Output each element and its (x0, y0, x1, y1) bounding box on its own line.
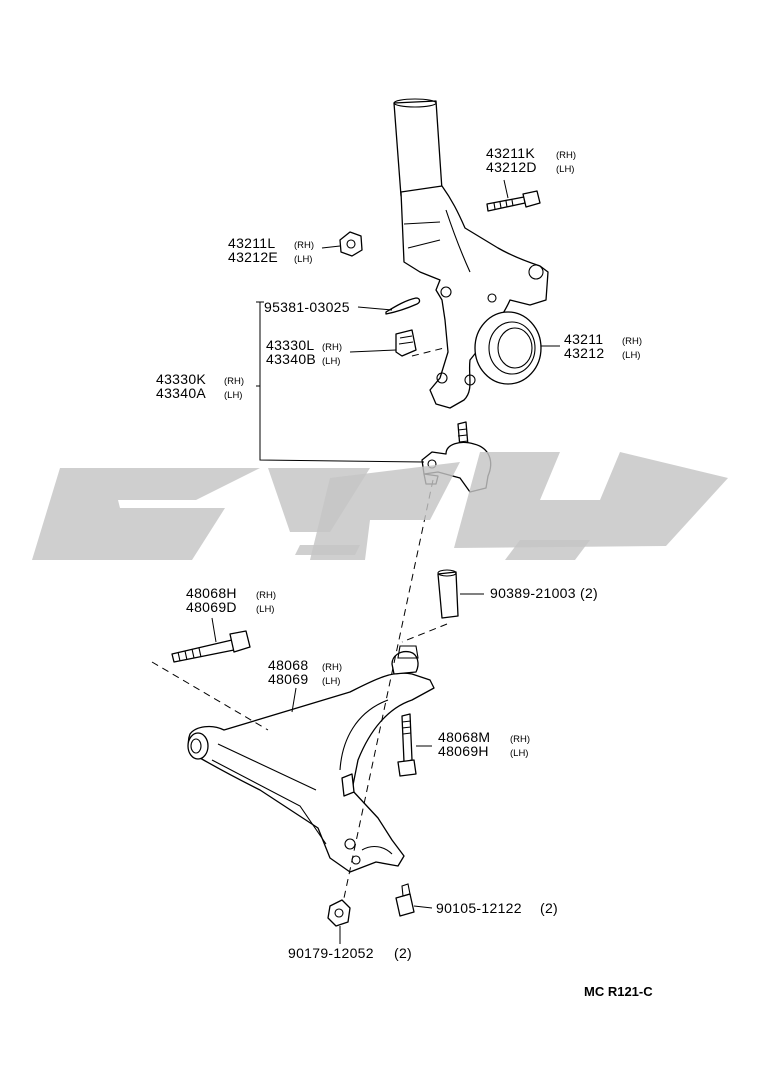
diagram-code: MC R121-C (584, 984, 653, 999)
svg-text:43330L: 43330L (266, 337, 315, 353)
label-ball-joint: 43330K (RH) 43340A (LH) (156, 371, 244, 401)
arm-nut-part (327, 899, 351, 927)
label-knuckle-bolt: 43211K (RH) 43212D (LH) (486, 145, 576, 175)
svg-text:43211: 43211 (564, 331, 603, 347)
svg-text:90389-21003: 90389-21003 (490, 585, 576, 601)
label-arm-stud: 48068M (RH) 48069H (LH) (438, 729, 530, 759)
svg-text:(RH): (RH) (256, 590, 276, 601)
svg-text:48068H: 48068H (186, 585, 237, 601)
svg-text:(LH): (LH) (322, 356, 340, 367)
label-lower-arm: 48068 (RH) 48069 (LH) (268, 657, 342, 687)
svg-text:43212E: 43212E (228, 249, 278, 265)
svg-text:48069: 48069 (268, 671, 308, 687)
svg-text:48068: 48068 (268, 657, 308, 673)
svg-text:(RH): (RH) (224, 376, 244, 387)
label-steering-knuckle: 43211 (RH) 43212 (LH) (564, 331, 642, 361)
arm-bolt-small-part (395, 883, 415, 917)
svg-text:43330K: 43330K (156, 371, 206, 387)
label-arm-bolt-small: 90105-12122 (2) (436, 900, 558, 916)
label-arm-bolt: 48068H (RH) 48069D (LH) (186, 585, 276, 615)
svg-text:(2): (2) (540, 900, 558, 916)
label-ball-joint-nut: 43330L (RH) 43340B (LH) (266, 337, 342, 367)
svg-text:(LH): (LH) (510, 748, 528, 759)
knuckle-nut-part (339, 231, 363, 257)
svg-text:48069D: 48069D (186, 599, 237, 615)
leader-lines (211, 179, 560, 944)
label-arm-nut: 90179-12052 (2) (288, 945, 412, 961)
svg-text:(RH): (RH) (322, 342, 342, 353)
svg-text:43340B: 43340B (266, 351, 316, 367)
svg-text:43212D: 43212D (486, 159, 537, 175)
label-cotter-pin: 95381-03025 (264, 299, 350, 315)
svg-text:48069H: 48069H (438, 743, 489, 759)
svg-text:(RH): (RH) (556, 150, 576, 161)
svg-text:(LH): (LH) (294, 254, 312, 265)
cotter-pin-part (385, 297, 421, 315)
assembly-lines (151, 347, 448, 899)
svg-text:95381-03025: 95381-03025 (264, 299, 350, 315)
svg-text:(LH): (LH) (322, 676, 340, 687)
svg-text:(RH): (RH) (322, 662, 342, 673)
svg-text:(2): (2) (580, 585, 598, 601)
svg-text:(LH): (LH) (622, 350, 640, 361)
svg-text:(2): (2) (394, 945, 412, 961)
svg-text:90105-12122: 90105-12122 (436, 900, 522, 916)
watermark-logo (32, 452, 728, 560)
knuckle-bolt-part (486, 190, 541, 212)
svg-text:(RH): (RH) (622, 336, 642, 347)
svg-text:(LH): (LH) (256, 604, 274, 615)
ball-joint-nut-part (395, 329, 417, 357)
svg-text:43340A: 43340A (156, 385, 206, 401)
label-bushing: 90389-21003 (2) (490, 585, 598, 601)
arm-bolt-part (171, 630, 251, 663)
svg-text:43212: 43212 (564, 345, 604, 361)
lower-arm-part (187, 645, 435, 873)
svg-text:(LH): (LH) (224, 390, 242, 401)
label-knuckle-nut: 43211L (RH) 43212E (LH) (228, 235, 314, 265)
svg-text:(LH): (LH) (556, 164, 574, 175)
svg-text:(RH): (RH) (510, 734, 530, 745)
arm-stud-part (397, 713, 417, 777)
svg-text:MC R121-C: MC R121-C (584, 984, 653, 999)
svg-text:90179-12052: 90179-12052 (288, 945, 374, 961)
bushing-part (437, 569, 459, 619)
svg-text:48068M: 48068M (438, 729, 490, 745)
svg-text:43211K: 43211K (486, 145, 535, 161)
svg-text:43211L: 43211L (228, 235, 275, 251)
strut-tube (393, 98, 443, 197)
svg-text:(RH): (RH) (294, 240, 314, 251)
steering-knuckle-part (400, 185, 549, 409)
